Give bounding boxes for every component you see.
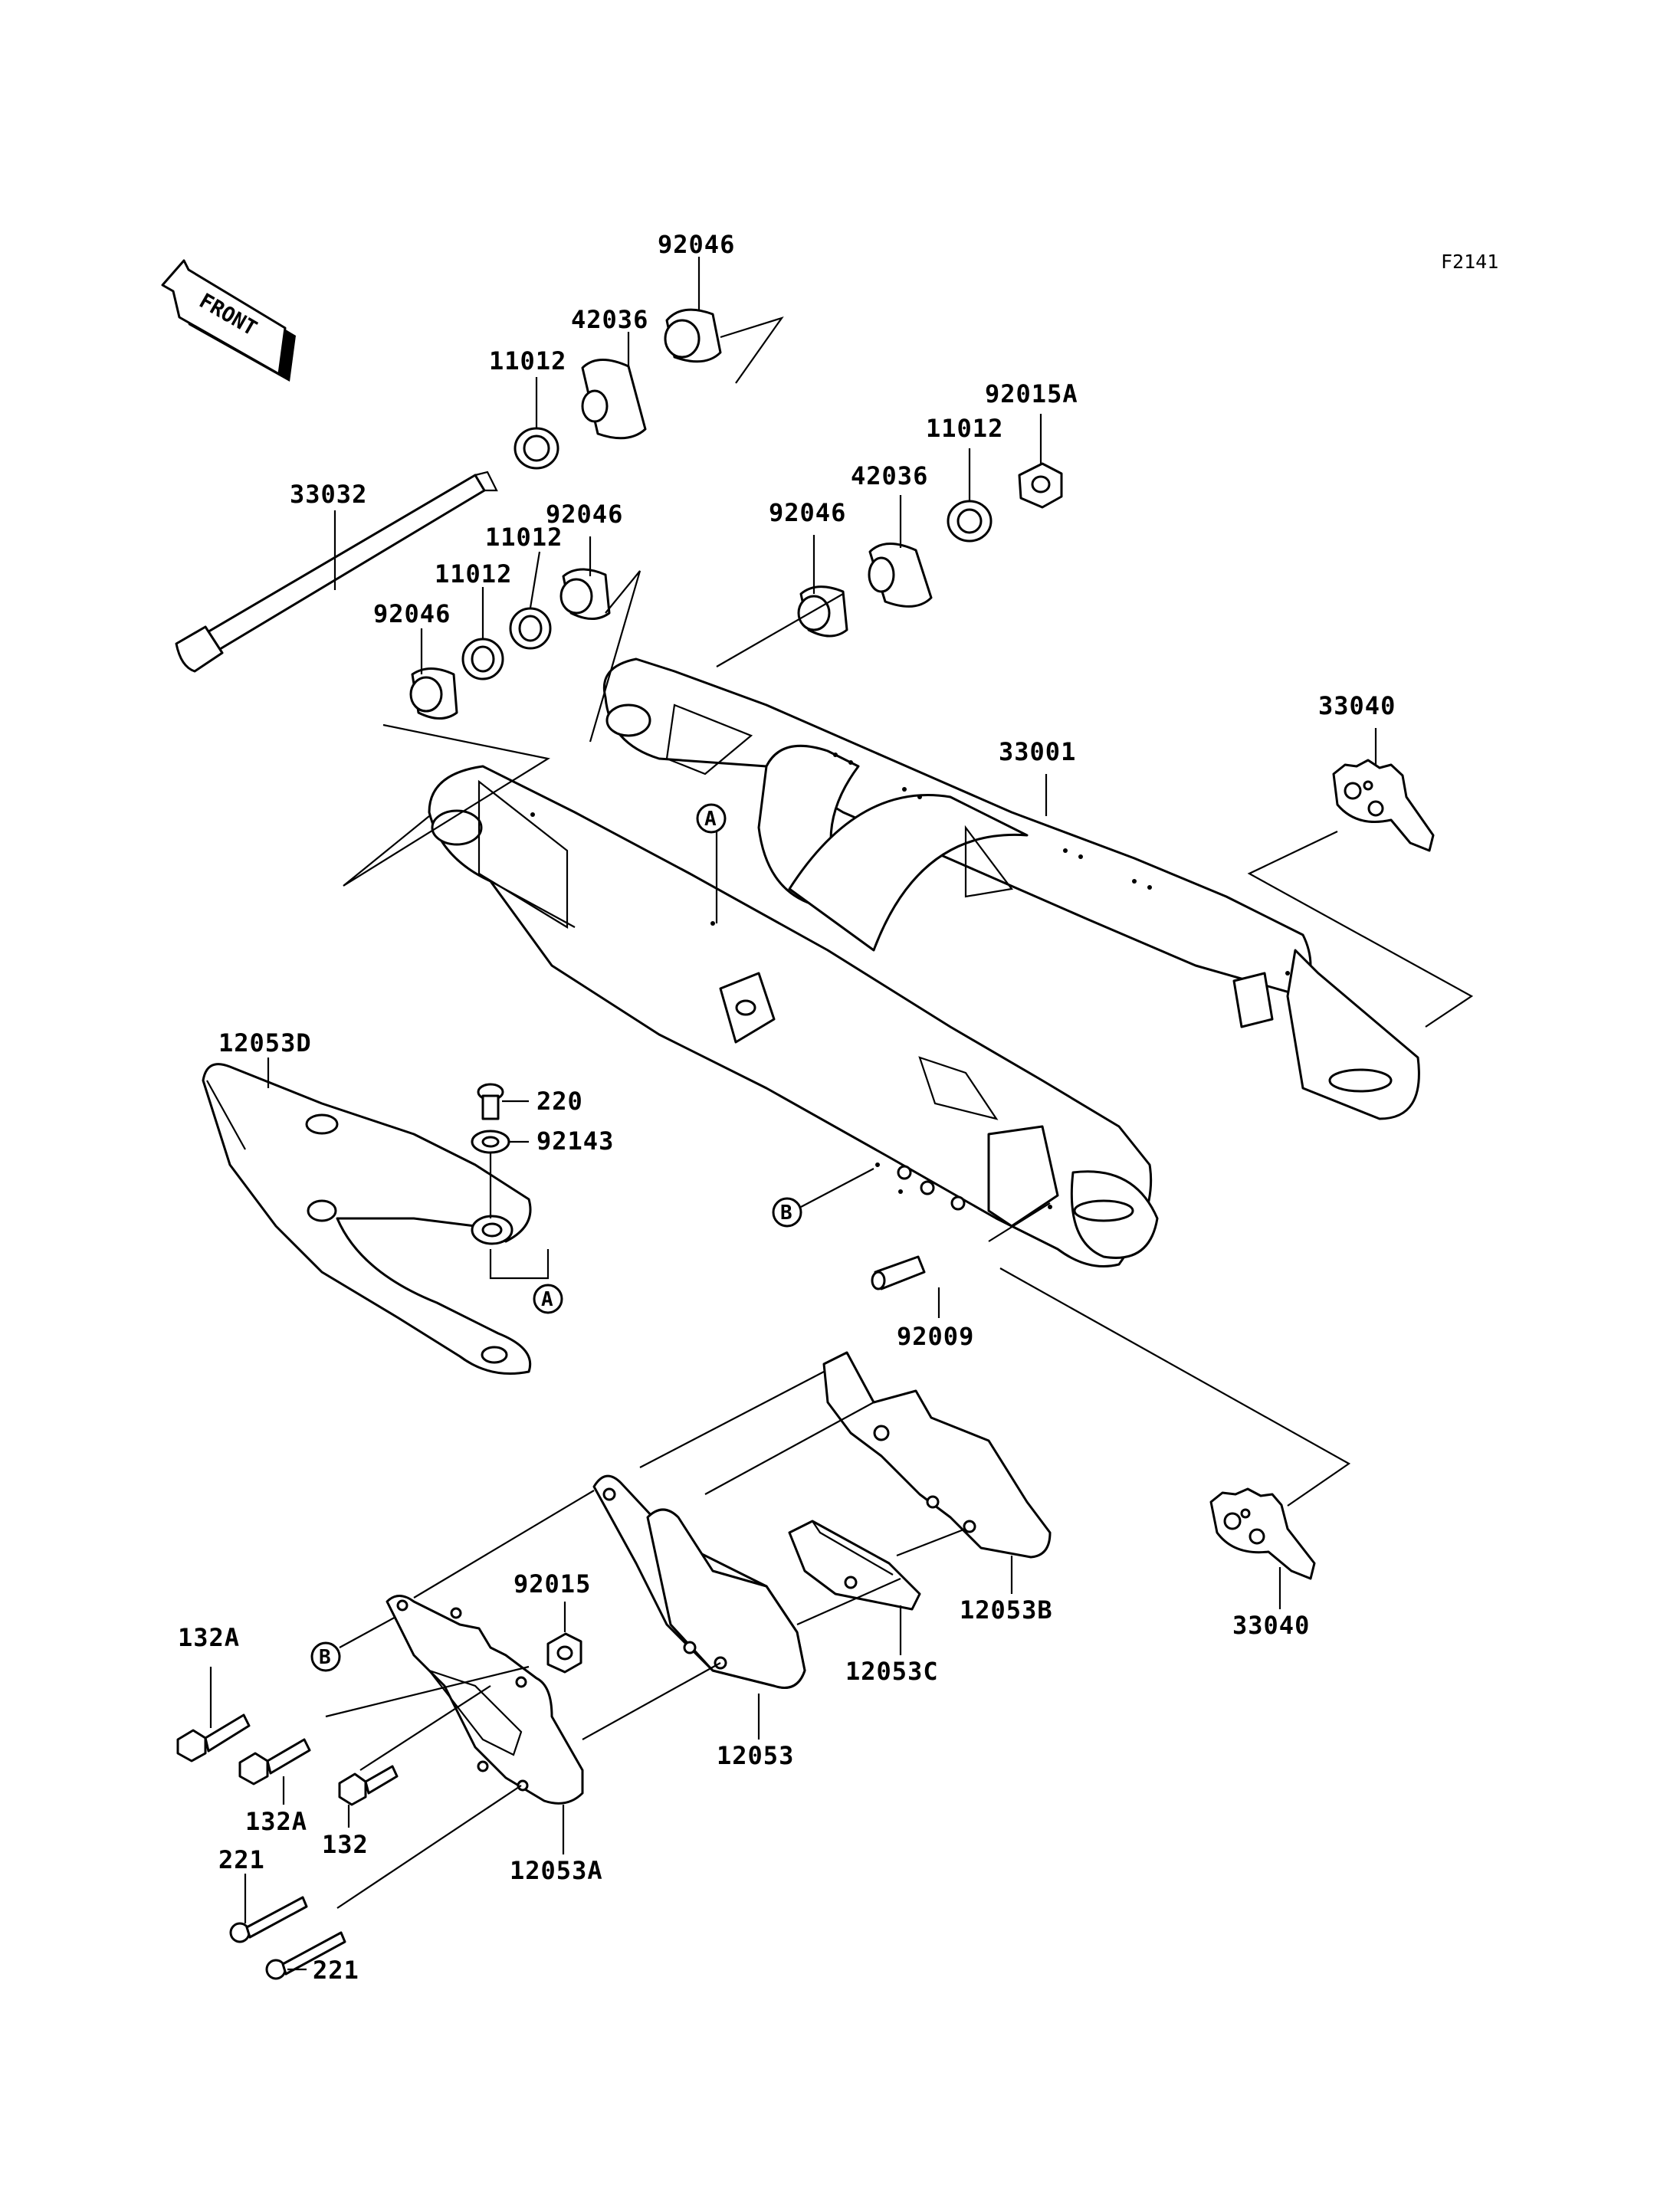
label-12053A: 12053A: [510, 1856, 603, 1885]
label-11012-right: 11012: [926, 414, 1003, 443]
svg-text:B: B: [319, 1646, 331, 1669]
bolt-132A-top: [176, 1667, 251, 1763]
bushing-set-left: [409, 308, 722, 720]
label-42036-right: 42036: [851, 461, 928, 490]
label-12053B: 12053B: [960, 1595, 1053, 1625]
label-33001: 33001: [999, 737, 1076, 766]
bolt-132A-bottom: [238, 1738, 311, 1805]
label-92015A: 92015A: [985, 379, 1078, 408]
leader-lines: [333, 257, 1474, 1028]
label-92046-right: 92046: [769, 498, 846, 527]
chain-guide-12053D: [202, 1058, 532, 1375]
label-42036-top: 42036: [571, 305, 648, 334]
ref-circle-B-plate: B: [310, 1615, 399, 1672]
label-12053C: 12053C: [845, 1657, 939, 1686]
svg-text:A: A: [541, 1288, 553, 1311]
label-33040-top: 33040: [1318, 691, 1396, 720]
label-33040-bottom: 33040: [1232, 1611, 1310, 1640]
label-221-right: 221: [313, 1956, 359, 1985]
label-92143: 92143: [536, 1126, 614, 1156]
label-11012-left-a: 11012: [485, 523, 563, 552]
label-92015: 92015: [514, 1569, 591, 1599]
svg-text:A: A: [704, 808, 717, 831]
screw-221-left: [229, 1874, 308, 1943]
label-132: 132: [322, 1830, 369, 1859]
bolt-132: [338, 1765, 399, 1828]
front-arrow-icon: FRONT: [161, 259, 296, 382]
label-92046-top: 92046: [658, 230, 735, 259]
label-221-left: 221: [218, 1845, 265, 1874]
label-11012-left-b: 11012: [435, 559, 512, 589]
assembly-lines: [325, 1267, 1351, 1909]
pivot-shaft: [175, 471, 498, 673]
chain-adjuster-top: [1332, 759, 1435, 852]
label-33032: 33032: [290, 480, 367, 509]
chain-adjuster-bottom: [1209, 1487, 1316, 1609]
stud-92009: [871, 1202, 1051, 1318]
chain-guide-12053B: [822, 1351, 1052, 1594]
nut-92015: [546, 1602, 582, 1674]
label-220: 220: [536, 1087, 583, 1116]
figure-id: F2141: [1441, 251, 1498, 273]
swing-arm: [428, 657, 1420, 1267]
chain-guide-12053C: [788, 1520, 921, 1655]
ref-circle-A-arm: A: [696, 803, 727, 834]
label-92046-left-b: 92046: [373, 599, 451, 628]
label-132A-bottom: 132A: [245, 1807, 307, 1836]
bushing-set-right: [797, 462, 1063, 638]
chain-guide-12053: [592, 1474, 806, 1740]
label-11012-top: 11012: [489, 346, 566, 375]
washer-92143: [471, 1130, 529, 1154]
chain-guide-12053A: [386, 1595, 584, 1854]
label-92009: 92009: [897, 1322, 974, 1351]
ref-circle-B-arm: B: [772, 1168, 874, 1228]
screw-221-right: [265, 1931, 346, 1980]
label-132A-top: 132A: [178, 1623, 240, 1652]
ref-bracket-A: [489, 1249, 550, 1280]
svg-text:B: B: [780, 1202, 792, 1225]
screw-220: [477, 1083, 529, 1120]
label-12053D: 12053D: [218, 1028, 312, 1058]
label-92046-left: 92046: [546, 500, 623, 529]
ref-circle-A-guide: A: [533, 1284, 563, 1314]
label-12053: 12053: [717, 1741, 794, 1770]
